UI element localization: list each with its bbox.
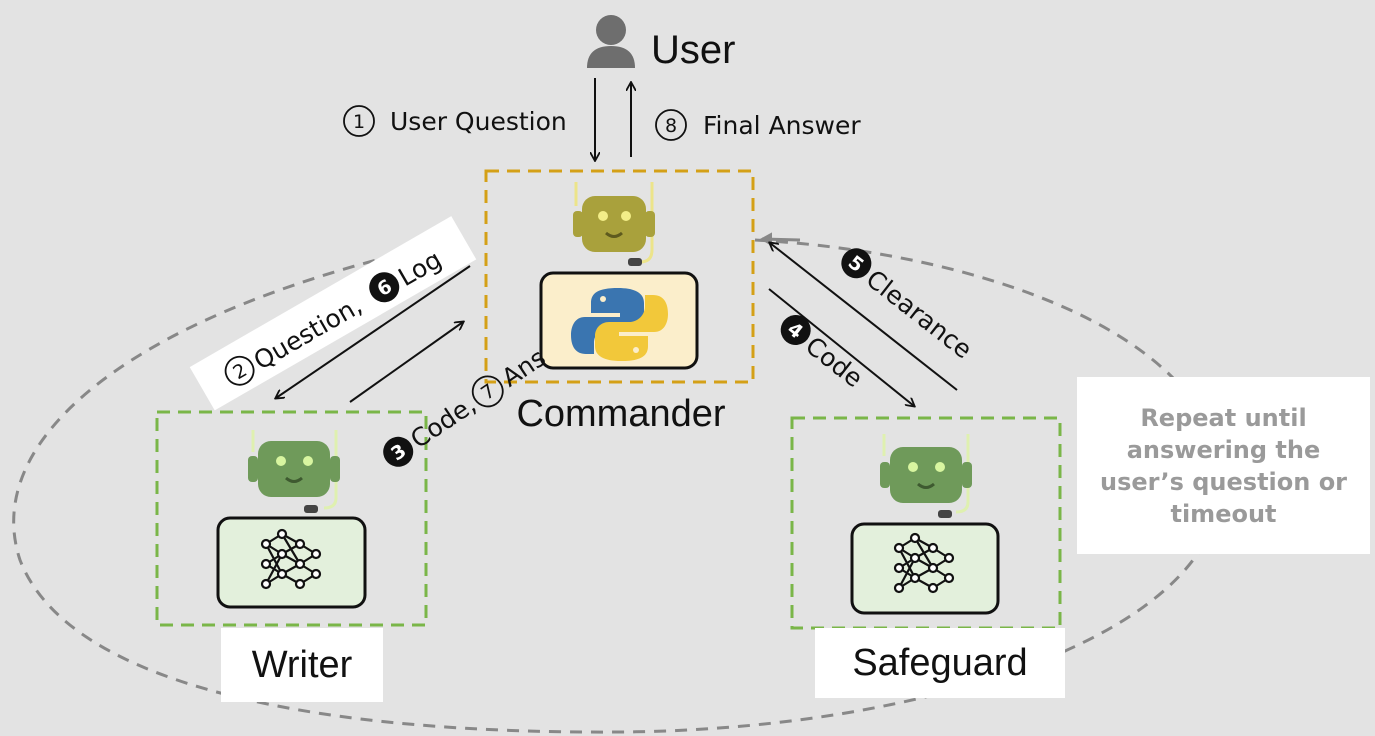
loop-note-text: Repeat until answering the user’s questi… bbox=[1099, 403, 1348, 528]
question-log-arrow bbox=[276, 265, 471, 398]
writer-label: Writer bbox=[251, 643, 353, 686]
safeguard-label: Safeguard bbox=[852, 641, 1028, 684]
commander-robot-icon bbox=[573, 182, 655, 266]
svg-text:Final Answer: Final Answer bbox=[703, 111, 861, 140]
svg-text:1: 1 bbox=[353, 111, 365, 133]
safeguard-label-box: Safeguard bbox=[815, 628, 1065, 698]
step-8-label: 8 Final Answer bbox=[655, 109, 861, 141]
safeguard-panel bbox=[850, 522, 1000, 615]
python-logo-icon bbox=[571, 288, 668, 361]
user-icon bbox=[587, 15, 635, 68]
step-1-label: 1 User Question bbox=[343, 105, 567, 137]
code-ans-arrow bbox=[349, 322, 463, 403]
commander-border bbox=[484, 169, 755, 384]
svg-text:8: 8 bbox=[665, 115, 677, 137]
commander-label: Commander bbox=[516, 393, 725, 435]
loop-note-box: Repeat until answering the user’s questi… bbox=[1077, 377, 1370, 554]
svg-text:7: 7 bbox=[477, 380, 499, 405]
writer-border bbox=[155, 410, 428, 627]
clearance-arrow bbox=[770, 243, 958, 391]
svg-text:User Question: User Question bbox=[390, 107, 567, 136]
svg-text:Clearance: Clearance bbox=[861, 264, 978, 364]
writer-panel bbox=[216, 516, 367, 609]
commander-agent bbox=[484, 169, 755, 384]
safeguard-agent bbox=[790, 416, 1062, 630]
svg-text:Code,: Code, bbox=[405, 390, 481, 454]
step-4-label: 4 Code bbox=[780, 314, 868, 393]
svg-text:Code: Code bbox=[800, 331, 868, 393]
safeguard-robot-icon bbox=[880, 434, 972, 518]
code-to-safeguard-arrow bbox=[768, 288, 914, 406]
writer-robot-icon bbox=[248, 430, 340, 513]
writer-label-box: Writer bbox=[221, 628, 383, 702]
writer-agent bbox=[155, 410, 428, 627]
step-2-6-label: 2 Question, 6 Log bbox=[224, 245, 446, 386]
step-2-6-label-box bbox=[189, 216, 477, 411]
user-label: User bbox=[651, 28, 735, 72]
loop-ellipse bbox=[12, 232, 1222, 734]
